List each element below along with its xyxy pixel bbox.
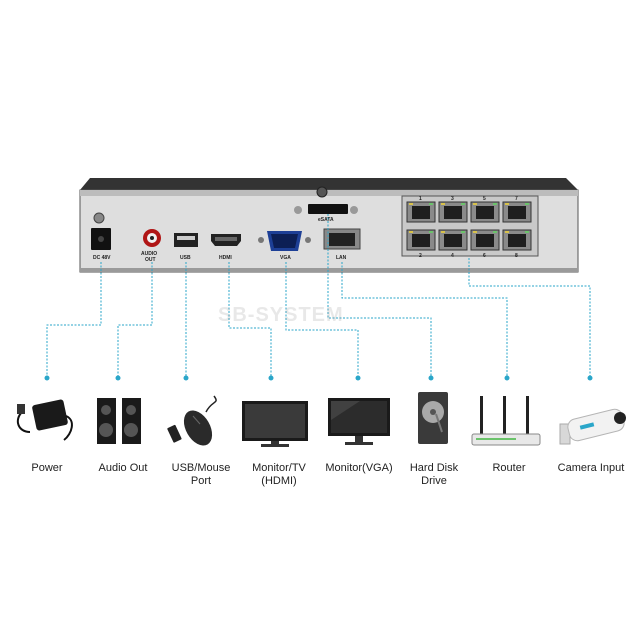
monitor-vga-icon (328, 398, 390, 445)
poe-port-number: 2 (419, 253, 422, 259)
poe-port-led (473, 203, 477, 205)
poe-port-socket (412, 206, 430, 219)
mouse-icon (167, 395, 217, 446)
esata-port-label: eSATA (318, 217, 334, 223)
poe-port-socket (412, 234, 430, 247)
lan-port-label: LAN (336, 255, 347, 261)
watermark: SB-SYSTEM (218, 304, 344, 326)
label-monitor-hdmi: Monitor/TV (HDMI) (252, 462, 306, 487)
poe-ports (406, 201, 532, 251)
poe-port-socket (476, 206, 494, 219)
power-adapter-icon (16, 399, 73, 441)
router-icon (471, 396, 541, 446)
esata-port (308, 204, 348, 214)
poe-port-led (461, 203, 465, 205)
poe-port-socket (508, 234, 526, 247)
poe-port-socket (444, 206, 462, 219)
label-router: Router (492, 462, 526, 474)
line-router (341, 262, 508, 378)
poe-port-led (441, 203, 445, 205)
poe-port-number: 5 (483, 196, 486, 202)
label-usb-mouse-port: USB/Mouse Port (171, 462, 231, 487)
poe-port-led (429, 231, 433, 233)
speakers-icon (97, 398, 141, 444)
poe-port-number: 7 (515, 196, 518, 202)
poe-port-socket (476, 234, 494, 247)
poe-port-led (505, 203, 509, 205)
connector-lines (46, 214, 591, 378)
poe-port-socket (444, 234, 462, 247)
label-camera-input: Camera Input (557, 462, 625, 474)
monitor-hdmi-icon (242, 401, 308, 447)
poe-port-numbers: 1 3 5 7 2 4 6 8 (419, 196, 518, 259)
poe-port-led (473, 231, 477, 233)
poe-port-led (409, 231, 413, 233)
line-audio (117, 262, 153, 378)
line-camera (468, 258, 591, 378)
dc-port-label: DC 48V (93, 255, 111, 261)
line-power (46, 262, 102, 378)
label-audio-out: Audio Out (98, 462, 148, 474)
poe-port-led (505, 231, 509, 233)
poe-port-led (493, 203, 497, 205)
chassis-top (80, 178, 578, 190)
poe-port-led (525, 203, 529, 205)
line-hdd (327, 214, 432, 378)
connector-endpoints (44, 375, 593, 381)
poe-port-led (429, 203, 433, 205)
poe-port-number: 6 (483, 253, 486, 259)
camera-icon (559, 408, 626, 445)
poe-port-led (409, 203, 413, 205)
ground-screw (93, 212, 105, 224)
poe-port-socket (508, 206, 526, 219)
poe-port-led (493, 231, 497, 233)
hdmi-port-label: HDMI (219, 255, 232, 261)
label-hard-disk-drive: Hard Disk Drive (409, 462, 459, 487)
vga-port-label: VGA (280, 255, 291, 261)
poe-port-number: 4 (451, 253, 454, 259)
usb-port-label: USB (180, 255, 191, 261)
audio-port-label-1: AUDIO (141, 251, 157, 257)
hard-disk-icon (418, 392, 448, 444)
label-power: Power (31, 462, 63, 474)
audio-port-label-2: OUT (145, 257, 156, 263)
label-monitor-vga: Monitor(VGA) (325, 462, 393, 474)
poe-port-number: 3 (451, 196, 454, 202)
poe-port-number: 1 (419, 196, 422, 202)
poe-port-number: 8 (515, 253, 518, 259)
poe-port-led (525, 231, 529, 233)
nvr-device: DC 48V AUDIO OUT USB HDMI VGA eSATA LAN (79, 178, 579, 273)
line-hdmi (228, 262, 272, 378)
poe-port-led (461, 231, 465, 233)
poe-port-led (441, 231, 445, 233)
power-button (316, 186, 328, 198)
